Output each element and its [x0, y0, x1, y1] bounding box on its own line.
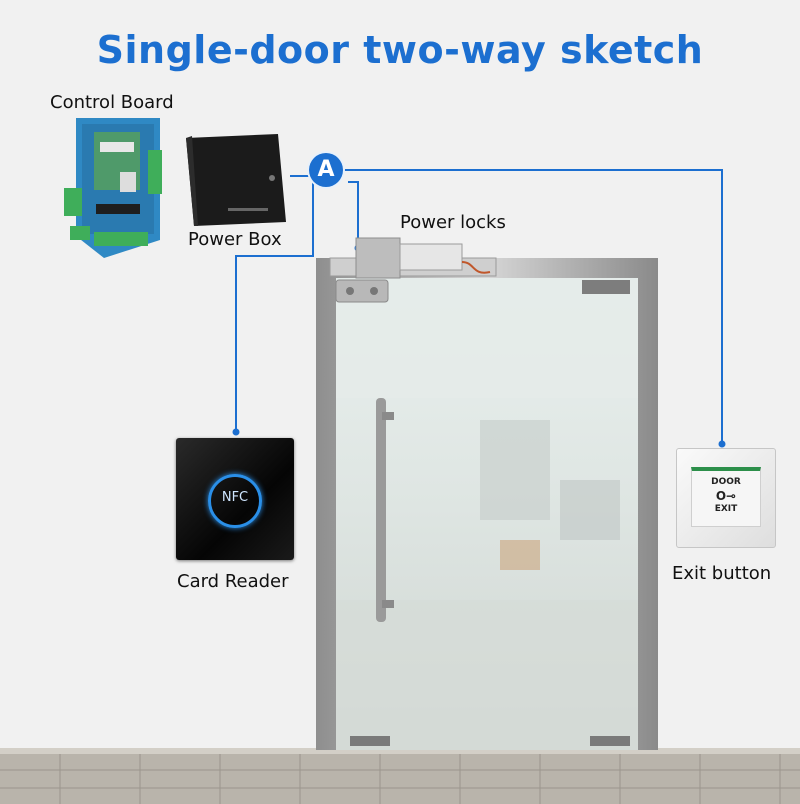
- wire-to-power-lock: [348, 181, 359, 246]
- exit-text: EXIT: [714, 504, 738, 514]
- exit-button-label: Exit button: [672, 563, 772, 584]
- key-icon: O⊸: [715, 489, 737, 503]
- floor: [0, 748, 800, 804]
- nfc-text: NFC: [221, 490, 249, 505]
- wiring: [235, 169, 723, 442]
- power-box-icon: [186, 134, 286, 226]
- glass-door-icon: [316, 258, 658, 750]
- door-text: DOOR: [711, 477, 741, 487]
- junction-a-badge: A: [309, 153, 343, 187]
- nfc-ring-icon: [208, 474, 262, 528]
- nfc-card-reader-icon: NFC: [176, 438, 294, 560]
- exit-button-icon: DOOR O⊸ EXIT: [676, 448, 776, 548]
- exit-button-key: DOOR O⊸ EXIT: [691, 467, 761, 527]
- pcb-board-icon: [64, 118, 162, 258]
- wire-to-exit-button: [343, 169, 723, 442]
- wire-endpoint-reader: [232, 428, 240, 436]
- power-locks-label: Power locks: [400, 212, 506, 233]
- wire-to-power-box: [235, 176, 314, 430]
- power-box-label: Power Box: [188, 229, 282, 250]
- wire-endpoint-exit: [718, 440, 726, 448]
- card-reader-label: Card Reader: [177, 571, 289, 592]
- electric-lock-icon: [329, 237, 497, 303]
- diagram-title: Single-door two-way sketch: [96, 28, 704, 72]
- control-board-label: Control Board: [50, 92, 174, 113]
